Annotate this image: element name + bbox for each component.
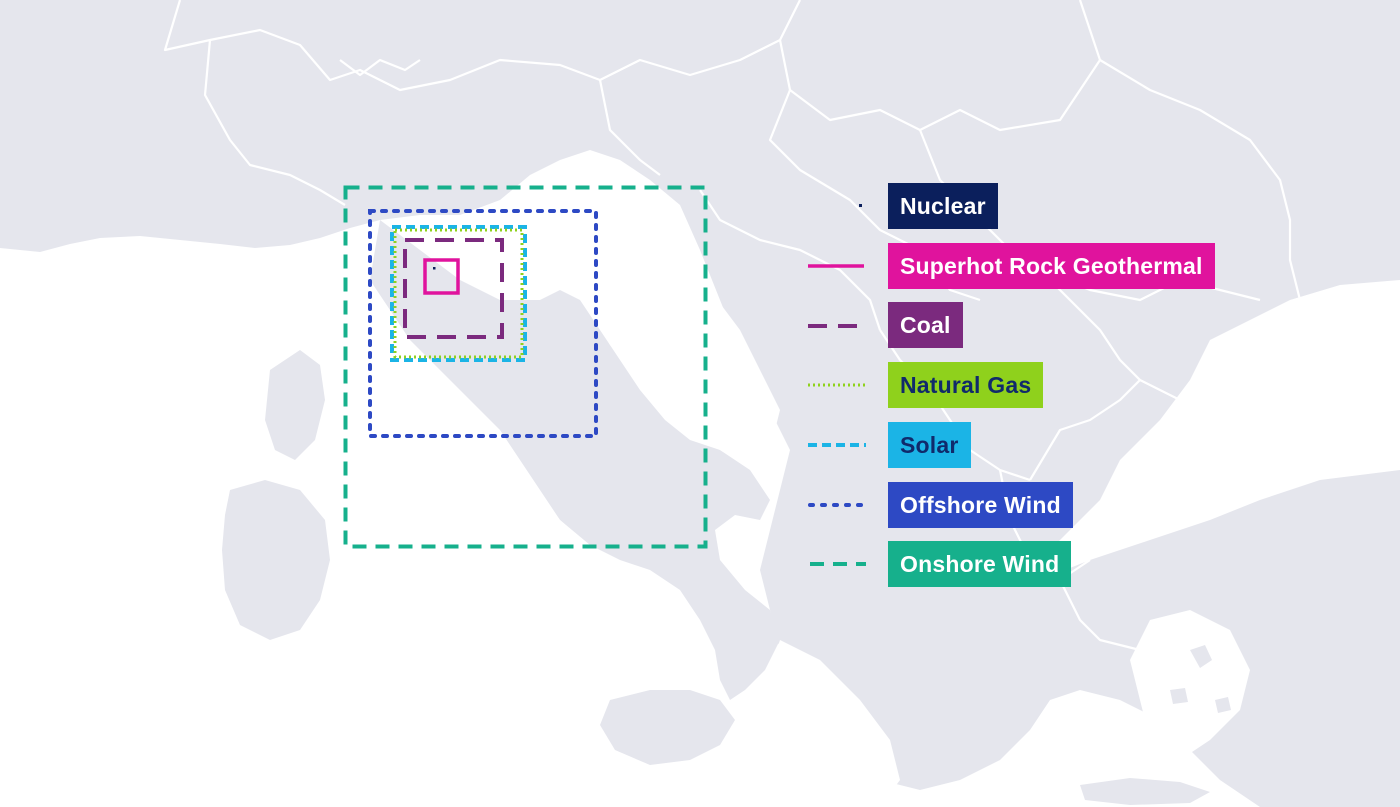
legend-label-solar: Solar	[888, 422, 971, 468]
legend-item-solar: Solar	[800, 422, 1250, 468]
box-natural-gas	[393, 228, 524, 359]
legend-label-geothermal: Superhot Rock Geothermal	[888, 243, 1215, 289]
legend-swatch-nuclear	[859, 204, 862, 207]
legend-item-offshore-wind: Offshore Wind	[800, 482, 1250, 528]
legend-item-nuclear: Nuclear	[800, 183, 1250, 229]
box-nuclear	[433, 267, 436, 270]
land-sardinia	[222, 480, 330, 640]
box-onshore-wind	[343, 185, 708, 549]
legend-swatch-coal	[808, 324, 866, 328]
box-coal	[403, 238, 504, 339]
legend-item-natural-gas: Natural Gas	[800, 362, 1250, 408]
box-offshore-wind	[368, 209, 598, 438]
land-crete	[1080, 778, 1210, 805]
sea-tyrrhenian	[330, 300, 700, 700]
legend-swatch-onshore-wind	[810, 562, 866, 566]
sea-black	[1285, 280, 1400, 470]
legend-label-offshore-wind: Offshore Wind	[888, 482, 1073, 528]
legend-item-geothermal: Superhot Rock Geothermal	[800, 243, 1250, 289]
box-superhot-rock-geothermal	[423, 258, 460, 295]
land-corsica	[265, 350, 325, 460]
sea-adriatic	[555, 210, 780, 465]
legend-swatch-geothermal	[808, 264, 864, 268]
legend-item-coal: Coal	[800, 302, 1250, 348]
land-sicily	[600, 690, 735, 765]
land-mass-north	[0, 0, 1400, 610]
legend-item-onshore-wind: Onshore Wind	[800, 541, 1250, 587]
legend-label-coal: Coal	[888, 302, 963, 348]
sea-aegean	[1130, 610, 1250, 760]
legend-label-onshore-wind: Onshore Wind	[888, 541, 1072, 587]
land-islands	[1170, 645, 1231, 713]
legend-swatch-natural-gas	[808, 383, 866, 387]
box-solar	[390, 225, 527, 362]
legend-label-nuclear: Nuclear	[888, 183, 998, 229]
legend-swatch-solar	[808, 443, 866, 447]
legend-swatch-offshore-wind	[808, 503, 868, 507]
sea-ionian	[740, 640, 900, 807]
land-italy	[370, 220, 780, 700]
legend-label-natural-gas: Natural Gas	[888, 362, 1044, 408]
